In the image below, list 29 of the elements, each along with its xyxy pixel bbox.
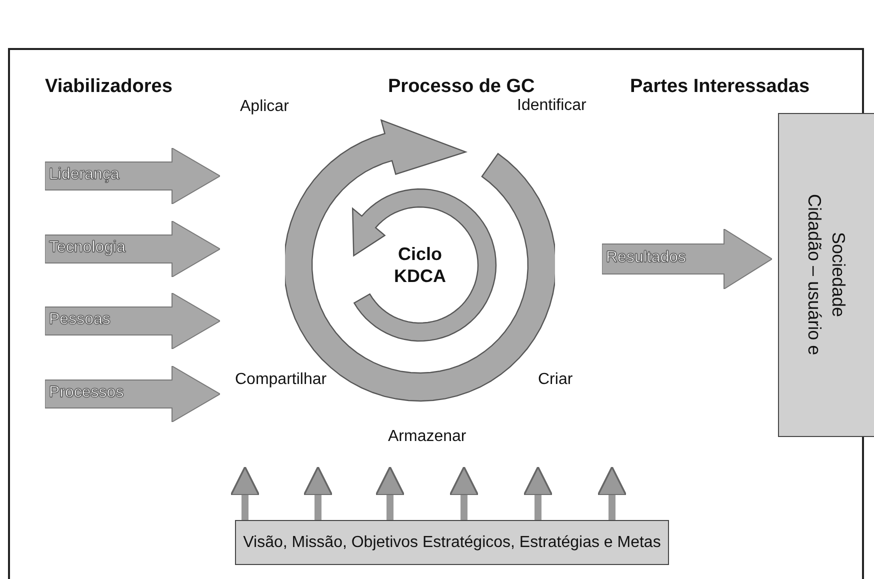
stage-label: Criar bbox=[538, 371, 573, 389]
pointer-banner bbox=[45, 293, 220, 349]
up-arrow bbox=[375, 466, 405, 520]
arrow-label: Pessoas bbox=[49, 311, 110, 329]
pointer-banner bbox=[602, 229, 772, 289]
pointer-banner bbox=[45, 221, 220, 277]
stage-label: Aplicar bbox=[240, 98, 289, 116]
up-arrow bbox=[230, 466, 260, 520]
stage-label: Identificar bbox=[517, 97, 586, 115]
stage-label: Compartilhar bbox=[235, 371, 327, 389]
up-arrow bbox=[303, 466, 333, 520]
box-text: Cidadão – usuário e Sociedade bbox=[804, 193, 850, 358]
pointer-banner bbox=[45, 148, 220, 204]
cycle-title: Ciclo KDCA bbox=[393, 243, 447, 287]
stage-label: Armazenar bbox=[388, 428, 466, 446]
arrow-label: Liderança bbox=[49, 166, 120, 184]
up-arrow bbox=[523, 466, 553, 520]
up-arrow bbox=[597, 466, 627, 520]
pointer-banner bbox=[45, 366, 220, 422]
up-arrow bbox=[449, 466, 479, 520]
arrow-label: Resultados bbox=[606, 249, 686, 267]
column-heading: Processo de GC bbox=[388, 76, 535, 98]
arrow-label: Tecnologia bbox=[49, 239, 126, 257]
box-text: Visão, Missão, Objetivos Estratégicos, Estratégias e Metas bbox=[243, 532, 661, 552]
arrow-label: Processos bbox=[49, 384, 124, 402]
column-heading: Viabilizadores bbox=[45, 76, 172, 98]
stakeholder-box bbox=[778, 113, 874, 437]
column-heading: Partes Interessadas bbox=[630, 76, 810, 98]
foundation-box bbox=[235, 520, 669, 565]
